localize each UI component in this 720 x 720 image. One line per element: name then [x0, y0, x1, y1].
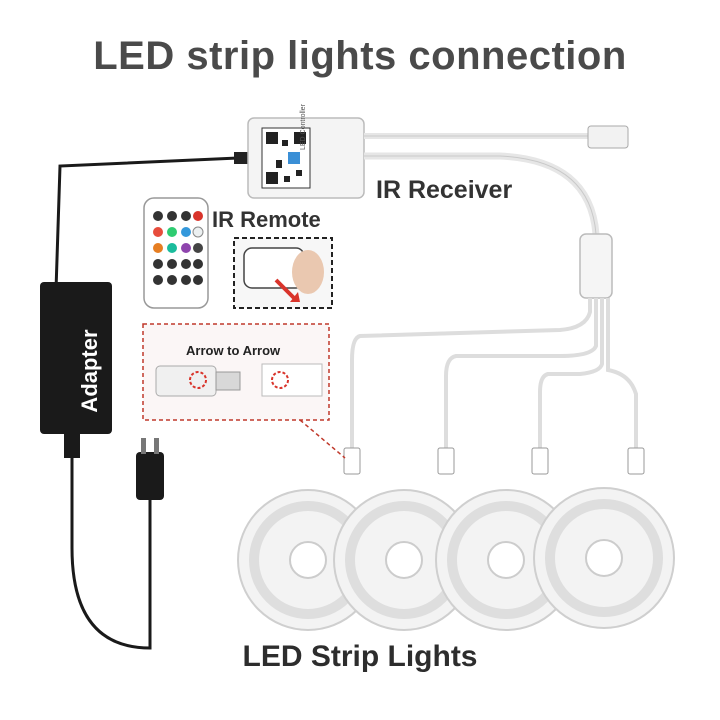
output-cable-edge — [364, 155, 597, 235]
splitter — [579, 233, 613, 299]
ac-plug — [136, 452, 164, 500]
arrow-mark-left — [189, 371, 207, 389]
adapter-brick — [40, 282, 112, 434]
strip-connectors — [343, 447, 645, 475]
callout-pointer — [299, 419, 346, 459]
remote-buttons — [153, 211, 204, 285]
ir-remote-label: IR Remote — [212, 207, 321, 232]
controller-text: LED Controller — [300, 104, 307, 150]
diagram-title: LED strip lights connection — [93, 34, 627, 78]
adapter-strain-relief — [64, 434, 80, 458]
splitter-cables — [350, 298, 638, 448]
ir-receiver-head — [587, 125, 629, 149]
adapter-label: Adapter — [77, 329, 102, 413]
led-reels — [237, 487, 675, 631]
pull-arrow-line — [274, 278, 296, 300]
dc-cable — [54, 156, 239, 291]
arrow-mark-right — [271, 371, 289, 389]
dc-plug — [234, 152, 248, 164]
pull-arrow-head — [290, 292, 300, 302]
arrow-to-arrow-label: Arrow to Arrow — [186, 343, 281, 358]
strip-end — [261, 363, 323, 397]
female-connector — [155, 365, 217, 397]
bluetooth-badge — [288, 152, 300, 164]
led-strip-lights-label: LED Strip Lights — [242, 640, 478, 673]
ac-cord — [70, 458, 152, 650]
ir-receiver-label: IR Receiver — [376, 176, 513, 204]
ac-plug-prong-left — [141, 438, 146, 454]
led-reel-4 — [533, 487, 675, 629]
connector-pins — [215, 371, 241, 391]
ac-plug-prong-right — [154, 438, 159, 454]
finger — [292, 250, 324, 294]
